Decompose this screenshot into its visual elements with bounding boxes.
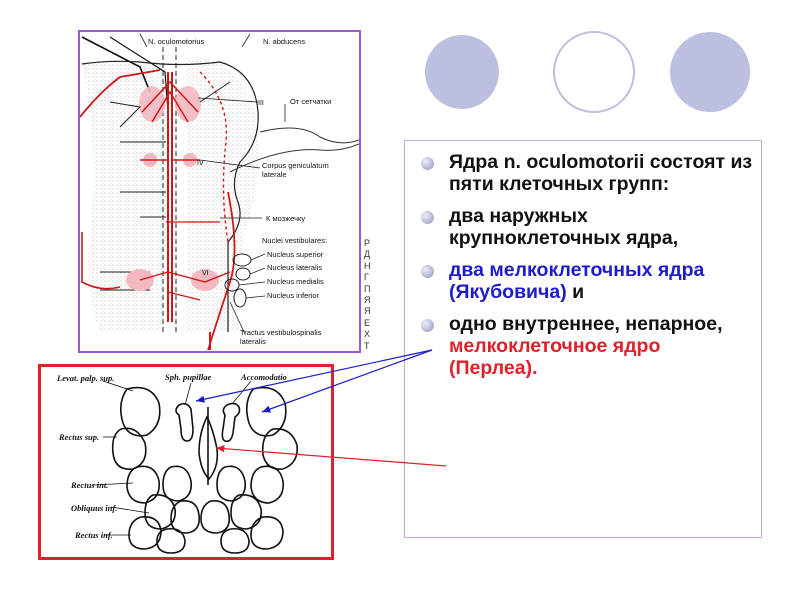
- leader-obliquus: [110, 506, 150, 514]
- label-rectus-sup: Rectus sup.: [58, 432, 99, 442]
- label-cerebellum: К мозжечку: [266, 214, 305, 223]
- item-text-blue: два мелкоклеточных ядра (Якубовича): [449, 259, 705, 303]
- leader-lines-vestibular: [229, 253, 266, 335]
- label-vest-lateralis: Nucleus lateralis: [267, 263, 322, 272]
- lobe-right-8: [220, 527, 250, 554]
- label-rectus-inf: Rectus inf.: [74, 530, 113, 540]
- optic-curve: [259, 127, 360, 144]
- label-vest-medialis: Nucleus medialis: [267, 277, 324, 286]
- label-roman-vi: VI: [202, 270, 209, 277]
- lobe-left-7: [170, 499, 201, 534]
- label-obliquus: Obliquus inf.: [71, 503, 117, 513]
- red-fibers-iii: [141, 80, 199, 123]
- oculomotor-nucleus-figure: Levat. palp. sup. Sph. pupillae Accomoda…: [38, 364, 334, 560]
- decorative-circles: [425, 31, 750, 113]
- brainstem-outline: [81, 60, 259, 332]
- nucleus-accomodatio-right: [221, 402, 241, 443]
- label-accomodatio: Accomodatio: [240, 372, 287, 382]
- vestibular-lateralis: [235, 267, 251, 281]
- leader-lines-upper: [139, 33, 286, 219]
- optic-curve-2: [229, 143, 360, 173]
- label-tract-2: lateralis: [240, 337, 266, 346]
- lobe-right-6: [216, 465, 247, 502]
- red-pathway-left-side: [81, 232, 121, 290]
- lobe-rectus-sup-left: [111, 427, 147, 470]
- label-oculomotorius: N. oculomotorius: [148, 37, 205, 46]
- label-sph: Sph. pupillae: [165, 372, 212, 382]
- bullet-icon: [421, 157, 434, 170]
- label-vest-superior: Nucleus superior: [267, 250, 324, 259]
- decor-circle-3: [670, 32, 750, 112]
- stippled-right-region: [185, 57, 259, 332]
- black-connector-1: [100, 141, 166, 291]
- label-tract-1: Tractus vestibulospinalis: [240, 328, 322, 337]
- lobe-levator-left: [119, 386, 161, 437]
- red-pathway-dashed: [199, 71, 229, 243]
- lobe-rectus-sup-right: [261, 428, 299, 471]
- label-retina: От сетчатки: [290, 97, 331, 106]
- leader-sph: [184, 382, 192, 406]
- label-vest-inferior: Nucleus inferior: [267, 291, 320, 300]
- item-text-tail: и: [566, 281, 585, 303]
- lobe-right-5: [250, 515, 284, 550]
- bullet-icon: [421, 319, 434, 332]
- red-pathway-outer: [79, 69, 236, 351]
- bullet-icon: [421, 265, 434, 278]
- item-text: Ядра n. oculomotorii состоят из пяти кле…: [449, 151, 753, 195]
- label-roman-iv: IV: [197, 160, 204, 167]
- nucleus-sph-pupillae-left: [175, 402, 194, 442]
- side-letter: Г: [364, 272, 369, 283]
- black-fiber-top: [81, 36, 151, 93]
- nucleus-perlia-central: [198, 415, 219, 481]
- list-item: Ядра n. oculomotorii состоят из пяти кле…: [419, 151, 753, 195]
- brainstem-pathway-drawing: N. oculomotorius N. abducens III От сетч…: [79, 33, 360, 351]
- oculomotor-nucleus-drawing: Levat. palp. sup. Sph. pupillae Accomoda…: [56, 372, 299, 554]
- nucleus-vi-right: [191, 269, 219, 291]
- lobe-left-5: [128, 515, 162, 550]
- side-letter: Е: [364, 317, 371, 328]
- side-letter: Р: [364, 238, 371, 248]
- lobe-right-3: [250, 465, 285, 504]
- lobe-right-4: [230, 493, 263, 530]
- list-item: два наружных крупноклеточных ядра,: [419, 205, 753, 249]
- item-text: два наружных крупноклеточных ядра,: [449, 205, 679, 249]
- side-letter: Н: [364, 260, 371, 271]
- side-letter: Д: [364, 249, 371, 260]
- item-text-red: мелкоклеточное ядро (Перлеа).: [449, 335, 661, 379]
- leader-rectus-int: [92, 482, 134, 486]
- side-letter: Я: [364, 295, 371, 306]
- brainstem-pathway-figure: N. oculomotorius N. abducens III От сетч…: [78, 30, 361, 353]
- lobe-right-7: [200, 499, 231, 534]
- lobe-left-6: [162, 465, 193, 502]
- side-letters: Р Д Н Г П Я Я Е Х Т: [364, 238, 376, 352]
- label-levat: Levat. palp. sup.: [56, 373, 114, 383]
- nuclei-list: Ядра n. oculomotorii состоят из пяти кле…: [405, 141, 761, 379]
- decor-circle-1: [425, 35, 499, 109]
- list-item: два мелкоклеточных ядра (Якубовича) и: [419, 259, 753, 303]
- label-corpus-1: Corpus geniculatum: [262, 161, 329, 170]
- label-corpus-2: laterale: [262, 170, 287, 179]
- side-letter: П: [364, 283, 371, 294]
- item-text: одно внутреннее, непарное,: [449, 313, 723, 335]
- leader-levat: [102, 380, 134, 392]
- bullet-icon: [421, 211, 434, 224]
- label-roman-iii: III: [258, 100, 264, 107]
- label-vestibular-title: Nuclei vestibulares:: [262, 236, 327, 245]
- red-fibers-vi: [139, 271, 231, 301]
- label-rectus-int: Rectus int.: [70, 480, 108, 490]
- side-letter: Я: [364, 306, 371, 317]
- lobe-left-3: [126, 465, 161, 504]
- list-item: одно внутреннее, непарное, мелкоклеточно…: [419, 313, 753, 379]
- side-letter: Х: [364, 329, 371, 340]
- label-abducens: N. abducens: [263, 37, 305, 46]
- description-text-box: Ядра n. oculomotorii состоят из пяти кле…: [404, 140, 762, 538]
- side-letter: Т: [364, 340, 370, 351]
- decor-circle-2: [553, 31, 635, 113]
- lobe-left-8: [156, 527, 186, 554]
- stippled-left-region: [82, 62, 167, 332]
